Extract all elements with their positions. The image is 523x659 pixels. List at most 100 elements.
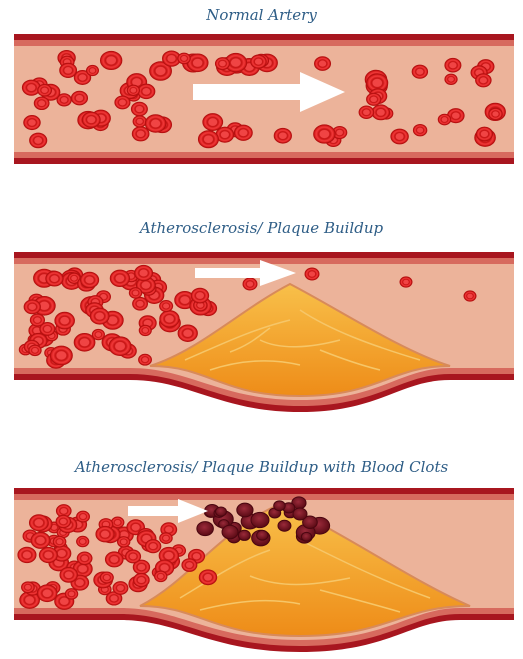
clot-cell <box>278 520 291 531</box>
cell-center <box>231 59 241 67</box>
cell-center <box>150 543 157 549</box>
cell-center <box>76 95 83 101</box>
cell-center <box>467 294 472 299</box>
cell-center <box>110 595 117 601</box>
cell-center <box>163 304 169 309</box>
cell-center <box>44 326 51 332</box>
cell-center <box>319 61 326 67</box>
cell-center <box>85 277 93 284</box>
cell-center <box>239 129 247 136</box>
clot-cell <box>257 530 268 540</box>
plaque-clot-artery-diagram <box>0 480 523 659</box>
cell-center <box>35 519 43 526</box>
cell-center <box>492 111 498 116</box>
clot-cell <box>216 507 227 516</box>
cell-center <box>193 59 202 67</box>
cell-center <box>181 56 187 61</box>
cell-center <box>163 536 169 541</box>
cell-center <box>131 88 137 93</box>
cell-center <box>87 116 95 123</box>
cell-center <box>81 555 88 561</box>
cell-center <box>34 317 40 322</box>
cell-center <box>136 106 143 112</box>
cell-center <box>60 598 69 605</box>
title-plaque-buildup: Atherosclerosis/ Plaque Buildup <box>0 219 523 237</box>
cell-center <box>27 84 35 91</box>
cell-center <box>452 113 459 119</box>
cell-center <box>156 67 166 75</box>
title-normal-artery: Normal Artery <box>0 6 523 24</box>
cell-center <box>115 342 125 350</box>
cell-center <box>142 357 148 362</box>
cell-center <box>140 270 148 277</box>
cell-center <box>58 550 66 557</box>
cell-center <box>80 539 86 544</box>
cell-center <box>43 590 52 597</box>
cell-center <box>448 77 454 82</box>
cell-center <box>71 276 77 281</box>
cell-center <box>142 282 150 289</box>
cell-center <box>137 119 143 124</box>
clot-cell <box>222 525 238 539</box>
title-plaque-clots: Atherosclerosis/ Plaque Buildup with Blo… <box>0 458 523 476</box>
cell-center <box>336 130 342 135</box>
cell-center <box>164 552 173 559</box>
cell-center <box>133 291 139 296</box>
cell-center <box>76 579 84 586</box>
clot-cell <box>293 508 307 520</box>
cell-center <box>370 97 376 102</box>
clot-cell <box>238 530 250 540</box>
cell-center <box>247 281 253 286</box>
cell-center <box>416 69 423 75</box>
cell-center <box>442 117 448 122</box>
cell-center <box>64 67 72 73</box>
cell-center <box>78 565 87 572</box>
clot-cell <box>237 503 253 517</box>
cell-center <box>165 315 174 322</box>
cell-center <box>481 131 488 137</box>
cell-center <box>480 77 487 83</box>
cell-center <box>79 74 86 80</box>
cell-center <box>32 348 38 353</box>
cell-center <box>219 61 225 66</box>
cell-center <box>279 132 287 139</box>
cell-center <box>96 332 101 337</box>
normal-artery-diagram <box>0 26 523 176</box>
clot-cell <box>274 501 286 511</box>
cell-center <box>137 131 145 137</box>
cell-center <box>104 575 110 580</box>
cell-center <box>51 275 59 282</box>
cell-center <box>180 296 189 304</box>
cell-center <box>121 539 127 544</box>
cell-center <box>193 553 200 559</box>
cell-center <box>80 338 89 346</box>
cell-center <box>255 59 262 65</box>
cell-center <box>403 280 408 285</box>
cell-center <box>320 130 330 138</box>
cell-center <box>38 100 45 106</box>
cell-center <box>61 97 67 102</box>
cell-center <box>130 554 137 560</box>
cell-center <box>23 552 31 559</box>
cell-center <box>60 519 67 525</box>
cell-center <box>116 275 125 282</box>
cell-center <box>143 328 148 333</box>
cell-center <box>25 585 31 590</box>
cell-center <box>186 562 193 568</box>
cell-center <box>167 55 175 62</box>
cell-center <box>34 137 42 144</box>
cell-center <box>44 552 52 559</box>
clot-cell <box>301 532 311 541</box>
cell-center <box>119 100 126 106</box>
cell-center <box>90 68 95 73</box>
cell-center <box>373 79 382 87</box>
cell-center <box>208 118 217 126</box>
cell-center <box>41 88 47 93</box>
clot-cell <box>251 512 269 527</box>
cell-center <box>69 592 75 597</box>
cell-center <box>132 524 140 531</box>
cell-center <box>137 301 144 307</box>
cell-center <box>65 571 73 578</box>
cell-center <box>196 292 204 299</box>
cell-center <box>57 539 63 544</box>
